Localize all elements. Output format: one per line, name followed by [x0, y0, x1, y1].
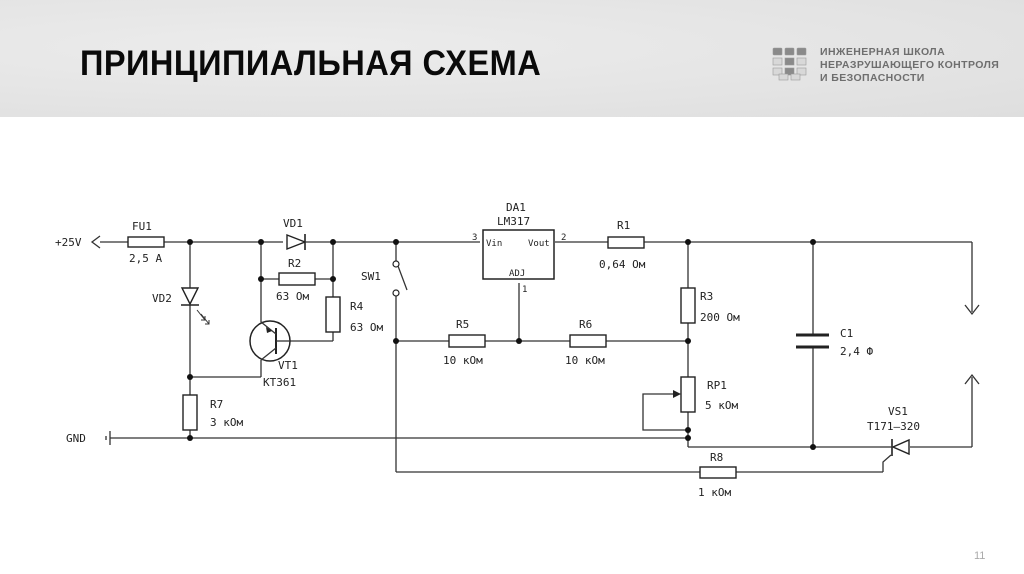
diode-VD1: VD1: [283, 217, 307, 251]
da1-pin3: 3: [472, 233, 477, 243]
logo-line: НЕРАЗРУШАЮЩЕГО КОНТРОЛЯ: [820, 59, 1000, 71]
fu1-value: 2,5 А: [129, 252, 162, 265]
da1-value: LM317: [497, 215, 530, 228]
r6-value: 10 кОм: [565, 354, 605, 367]
capacitor-C1: C1 2,4 Ф: [796, 327, 873, 358]
da1-pin1: 1: [522, 285, 527, 295]
logo-line: И БЕЗОПАСНОСТИ: [820, 72, 925, 84]
vs1-value: Т171–320: [867, 420, 920, 433]
da1-pin2: 2: [561, 233, 566, 243]
resistor-R8: R8 1 кОм: [698, 451, 737, 499]
rp1-value: 5 кОм: [705, 399, 738, 412]
fu1-ref: FU1: [132, 220, 152, 233]
r1-ref: R1: [617, 219, 630, 232]
r2-value: 63 Ом: [276, 290, 309, 303]
da1-ref: DA1: [506, 201, 526, 214]
led-VD2: VD2: [152, 287, 210, 325]
resistor-R3: R3 200 Ом: [680, 287, 740, 324]
r6-ref: R6: [579, 318, 592, 331]
c1-value: 2,4 Ф: [840, 345, 873, 358]
r8-ref: R8: [710, 451, 723, 464]
c1-ref: C1: [840, 327, 853, 340]
resistor-R7: R7 3 кОм: [182, 394, 243, 431]
potentiometer-RP1: RP1 5 кОм: [673, 376, 738, 413]
power-label: +25V: [55, 236, 82, 249]
sw1-ref: SW1: [361, 270, 381, 283]
load-arrow-down-icon: [964, 304, 980, 316]
ground-label: GND: [66, 432, 86, 445]
regulator-DA1: DA1 LM317 Vin Vout ADJ 3 2 1: [472, 201, 566, 295]
vd1-ref: VD1: [283, 217, 303, 230]
load-arrow-up-icon: [964, 373, 980, 385]
junctions: [187, 239, 816, 450]
resistor-R5: R5 10 кОм: [443, 318, 486, 367]
vd2-ref: VD2: [152, 292, 172, 305]
r3-ref: R3: [700, 290, 713, 303]
da1-pin-vout: Vout: [528, 239, 550, 249]
slide-header: ПРИНЦИПИАЛЬНАЯ СХЕМА ИНЖЕНЕРНАЯ ШКОЛА НЕ…: [0, 0, 1024, 117]
rp1-ref: RP1: [707, 379, 727, 392]
logo-line: ИНЖЕНЕРНАЯ ШКОЛА: [820, 46, 946, 58]
r7-ref: R7: [210, 398, 223, 411]
r3-value: 200 Ом: [700, 311, 740, 324]
resistor-R1: R1 0,64 Ом: [599, 219, 646, 271]
resistor-R4: R4 63 Ом: [325, 296, 383, 334]
transistor-VT1: VT1 КТ361: [249, 320, 298, 389]
logo-text: ИНЖЕНЕРНАЯ ШКОЛА НЕРАЗРУШАЮЩЕГО КОНТРОЛЯ…: [820, 46, 999, 85]
power-input-terminal: +25V: [55, 235, 101, 249]
r5-value: 10 кОм: [443, 354, 483, 367]
thyristor-VS1: VS1 Т171–320: [867, 405, 920, 456]
r5-ref: R5: [456, 318, 469, 331]
resistor-R2: R2 63 Ом: [276, 257, 316, 303]
da1-pin-adj: ADJ: [509, 269, 525, 279]
da1-pin-vin: Vin: [486, 239, 502, 249]
resistor-R6: R6 10 кОм: [565, 318, 607, 367]
vt1-ref: VT1: [278, 359, 298, 372]
switch-SW1: SW1: [361, 260, 408, 297]
r4-value: 63 Ом: [350, 321, 383, 334]
r2-ref: R2: [288, 257, 301, 270]
slide-title: ПРИНЦИПИАЛЬНАЯ СХЕМА: [80, 44, 542, 83]
ground-terminal: GND: [66, 431, 111, 445]
page-number: 11: [974, 550, 986, 562]
vs1-ref: VS1: [888, 405, 908, 418]
r4-ref: R4: [350, 300, 364, 313]
load-terminals: [964, 304, 980, 385]
fuse-FU1: FU1: [127, 220, 165, 248]
vt1-value: КТ361: [263, 376, 296, 389]
r7-value: 3 кОм: [210, 416, 243, 429]
r8-value: 1 кОм: [698, 486, 731, 499]
r1-value: 0,64 Ом: [599, 258, 646, 271]
cube-grid-logo-icon: [772, 47, 807, 81]
